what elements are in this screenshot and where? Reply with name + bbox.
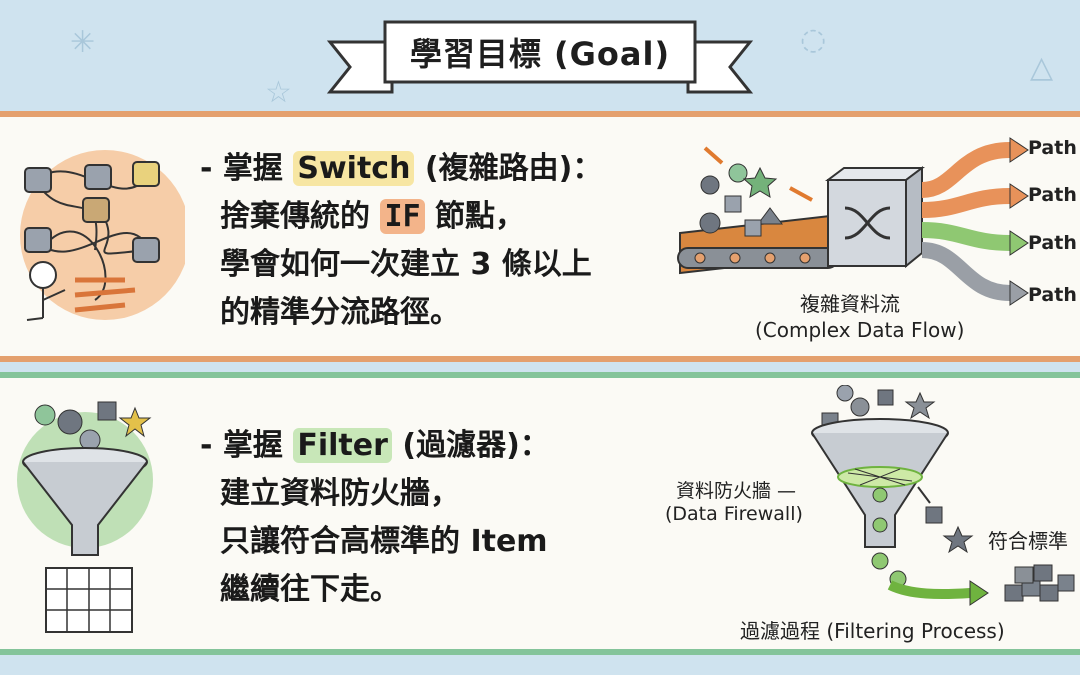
data-firewall-label-en: (Data Firewall) bbox=[665, 503, 803, 525]
switch-router-box bbox=[825, 166, 925, 269]
filter-bullet: - 掌握 bbox=[200, 428, 283, 463]
data-firewall-label-zh: 資料防火牆 — bbox=[676, 480, 797, 502]
filtering-process-label: 過濾過程 (Filtering Process) bbox=[740, 619, 1005, 643]
filter-line4: 繼續往下走。 bbox=[220, 572, 400, 607]
path-d-label: Path D bbox=[1028, 284, 1080, 306]
title-banner: 學習目標 (Goal) bbox=[0, 0, 1080, 110]
pass-standard-label: 符合標準 bbox=[988, 529, 1068, 553]
if-keyword: IF bbox=[380, 199, 425, 234]
path-b-label: Path B bbox=[1028, 184, 1080, 206]
switch-keyword-paren: (複雜路由)： bbox=[424, 151, 603, 186]
banner-title: 學習目標 (Goal) bbox=[409, 35, 671, 73]
background-circle-icon: ◌ bbox=[800, 22, 827, 57]
filter-keyword: Filter bbox=[293, 428, 392, 463]
background-triangle-icon: △ bbox=[1030, 50, 1054, 85]
background-star-icon: ☆ bbox=[265, 75, 292, 110]
path-c-label: Path C bbox=[1028, 232, 1080, 254]
filter-line2: 建立資料防火牆， bbox=[220, 476, 460, 511]
banner-ribbon bbox=[326, 20, 754, 94]
switch-description: - 掌握 Switch (複雜路由)： 捨棄傳統的 IF 節點， 學會如何一次建… bbox=[200, 145, 602, 337]
switch-line4: 的精準分流路徑。 bbox=[220, 295, 460, 330]
filtering-process-diagram bbox=[811, 385, 1075, 606]
complex-data-flow-diagram bbox=[677, 137, 1029, 306]
tangled-flow-illustration bbox=[20, 150, 185, 321]
switch-keyword: Switch bbox=[293, 151, 415, 186]
filter-keyword-paren: (過濾器)： bbox=[402, 428, 550, 463]
funnel-illustration bbox=[17, 401, 153, 633]
switch-line3: 學會如何一次建立 3 條以上 bbox=[220, 247, 592, 282]
complex-flow-caption-zh: 複雜資料流 bbox=[800, 292, 900, 316]
complex-flow-caption-en: (Complex Data Flow) bbox=[755, 318, 965, 342]
filter-description: - 掌握 Filter (過濾器)： 建立資料防火牆， 只讓符合高標準的 Ite… bbox=[200, 422, 550, 614]
background-sparkle-icon: ✳ bbox=[70, 25, 96, 60]
switch-line2-a: 捨棄傳統的 bbox=[220, 199, 370, 234]
switch-bullet: - 掌握 bbox=[200, 151, 283, 186]
switch-line2-b: 節點， bbox=[435, 199, 526, 234]
path-a-label: Path A bbox=[1028, 137, 1080, 159]
filter-line3: 只讓符合高標準的 Item bbox=[220, 524, 548, 559]
